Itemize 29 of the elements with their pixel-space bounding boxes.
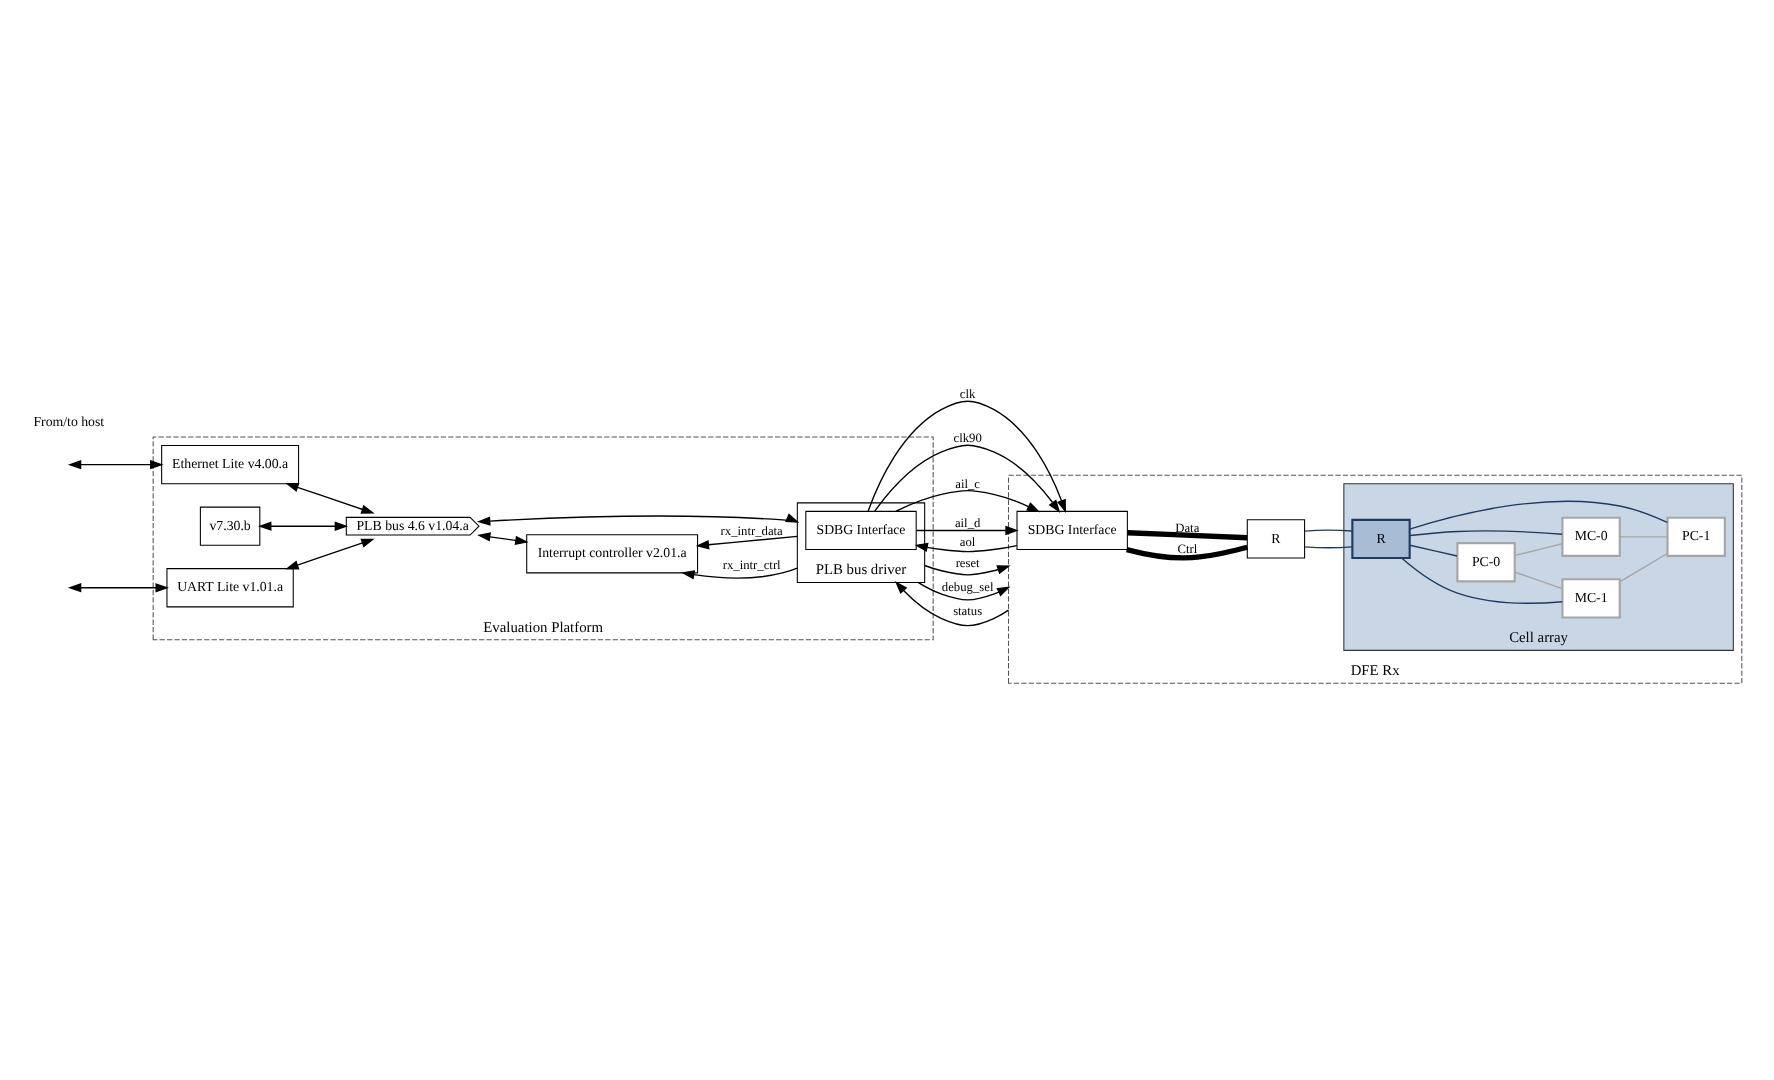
arrow (894, 580, 1010, 627)
connector (1304, 546, 1353, 549)
arrow (873, 444, 1061, 513)
connector (1127, 530, 1248, 541)
arrow (695, 535, 799, 550)
connector (1619, 536, 1668, 538)
connector (1304, 529, 1353, 532)
arrow (917, 581, 1011, 601)
arrow (285, 483, 375, 514)
arrow (67, 459, 164, 470)
connector (1409, 530, 1563, 537)
connector (1514, 571, 1563, 590)
connector (1514, 543, 1563, 557)
arrow (285, 538, 375, 570)
arrow (915, 525, 1019, 536)
connector (1409, 544, 1458, 557)
arrow (867, 400, 1066, 513)
connector (1619, 552, 1668, 583)
connector (1126, 544, 1248, 561)
arrow (477, 532, 529, 546)
arrow (477, 513, 800, 526)
arrow (67, 583, 169, 593)
arrow (923, 564, 1011, 576)
arrow (258, 521, 349, 531)
connector (1409, 500, 1668, 530)
arrow (681, 567, 799, 580)
connector (1401, 557, 1563, 604)
arrow (914, 542, 1018, 553)
arrow (895, 489, 1041, 513)
